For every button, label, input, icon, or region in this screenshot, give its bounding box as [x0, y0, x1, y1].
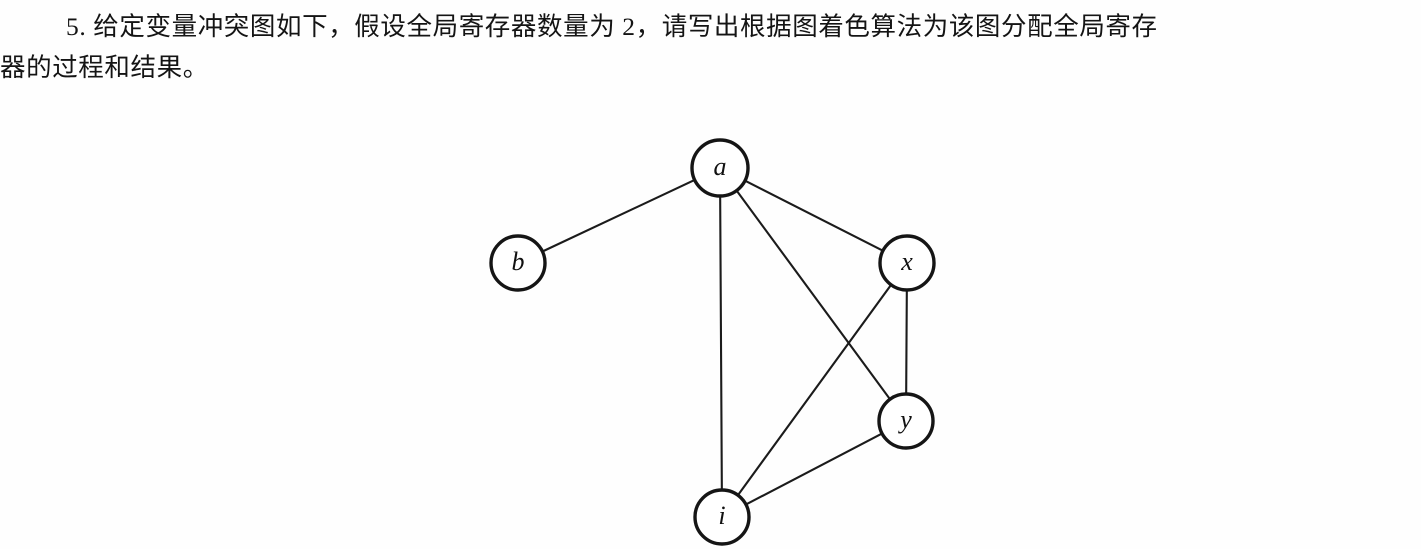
- graph-node-label-x: x: [900, 247, 913, 276]
- question-line-2: 器的过程和结果。: [0, 53, 209, 82]
- graph-node-label-b: b: [512, 247, 525, 276]
- graph-edge-a-y: [736, 190, 891, 400]
- graph-node-circle-b: [489, 234, 547, 292]
- graph-edge-x-y: [905, 290, 908, 394]
- graph-node-circle-i: [693, 488, 751, 546]
- graph-node-a: a: [690, 138, 750, 198]
- graph-node-label-i: i: [718, 501, 725, 530]
- graph-node-x: x: [878, 234, 936, 292]
- graph-node-i: i: [693, 488, 751, 546]
- graph-node-label-a: a: [714, 152, 727, 181]
- graph-node-circle-x: [878, 234, 936, 292]
- graph-edge-i-y: [745, 432, 883, 506]
- graph-edge-a-x: [744, 180, 883, 252]
- graph-node-circle-y: [877, 392, 935, 450]
- graph-edge-a-i: [719, 196, 723, 490]
- graph-node-circle-a: [690, 138, 750, 198]
- graph-node-y: y: [877, 392, 935, 450]
- graph-edges: [542, 179, 908, 506]
- graph-edge-a-b: [542, 179, 695, 253]
- graph-nodes: a b x y i: [489, 138, 936, 546]
- graph-edge-x-i: [737, 284, 892, 496]
- question-text-block: 5. 给定变量冲突图如下，假设全局寄存器数量为 2，请写出根据图着色算法为该图分…: [0, 0, 1421, 88]
- graph-node-label-y: y: [897, 405, 912, 434]
- graph-node-b: b: [489, 234, 547, 292]
- question-line-1: 5. 给定变量冲突图如下，假设全局寄存器数量为 2，请写出根据图着色算法为该图分…: [66, 12, 1158, 41]
